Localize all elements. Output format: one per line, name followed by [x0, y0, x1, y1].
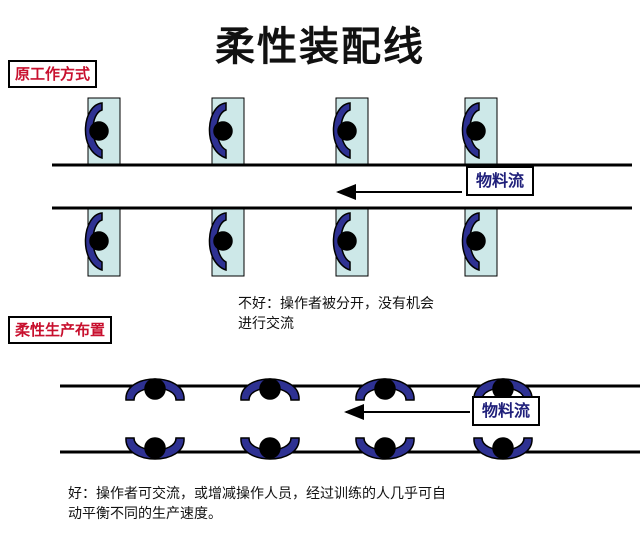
worker-flex-top-2	[240, 378, 300, 401]
worker-top-2	[208, 102, 233, 160]
worker-flex-top-1	[125, 378, 185, 401]
caption-original-line-1: 不好：操作者被分开，没有机会	[238, 296, 434, 312]
worker-top-3	[332, 102, 357, 160]
workers-bottom-row	[84, 212, 486, 272]
worker-flex-bottom-4	[473, 437, 533, 460]
stations-top-row	[87, 97, 498, 165]
caption-flexible-line-1: 好：操作者可交流，或增减操作人员，经过训练的人几乎可自	[68, 486, 446, 502]
worker-flex-bottom-1	[125, 437, 185, 460]
worker-bottom-3	[332, 212, 357, 272]
worker-top-1	[84, 102, 109, 160]
worker-flex-bottom-3	[355, 437, 415, 460]
worker-bottom-2	[208, 212, 233, 272]
caption-original-line-2: 进行交流	[238, 316, 294, 332]
worker-bottom-4	[461, 212, 486, 272]
caption-flexible-line-2: 动平衡不同的生产速度。	[68, 506, 222, 522]
caption-flexible: 好：操作者可交流，或增减操作人员，经过训练的人几乎可自 动平衡不同的生产速度。	[68, 484, 446, 524]
stations-bottom-row	[87, 207, 498, 277]
worker-top-4	[461, 102, 486, 160]
section-label-original: 原工作方式	[8, 60, 98, 88]
caption-original: 不好：操作者被分开，没有机会 进行交流	[238, 294, 434, 334]
workers-flex-bottom	[125, 437, 533, 460]
section-label-flexible: 柔性生产布置	[8, 316, 113, 344]
material-flow-label-2: 物料流	[472, 396, 541, 426]
workers-flex-top	[125, 378, 533, 401]
workers-top-row	[84, 102, 486, 160]
worker-flex-bottom-2	[240, 437, 300, 460]
material-flow-label-1: 物料流	[466, 166, 535, 196]
page-title: 柔性装配线	[215, 24, 425, 70]
worker-bottom-1	[84, 212, 109, 272]
worker-flex-top-3	[355, 378, 415, 401]
